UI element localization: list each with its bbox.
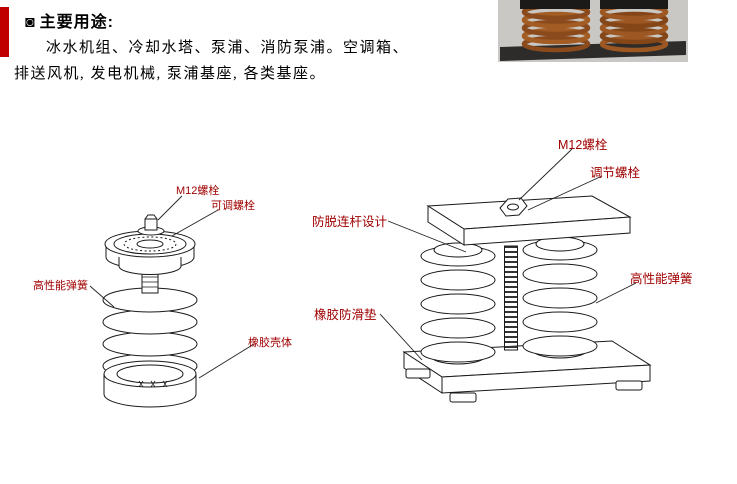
label-right-spring: 高性能弹簧 <box>630 272 693 286</box>
photo-right-spring <box>599 3 669 53</box>
red-accent-bar <box>0 7 9 57</box>
label-left-m12-bolt: M12螺栓 <box>176 185 220 197</box>
product-photo-image <box>498 0 688 62</box>
usage-text-line2: 排送风机, 发电机械, 泵浦基座, 各类基座。 <box>14 66 327 82</box>
section-title: 主要用途: <box>39 14 115 31</box>
leader-lines <box>89 148 637 379</box>
label-right-anti-detach-rod: 防脱连杆设计 <box>312 215 388 229</box>
left-isolator-drawing <box>102 214 198 408</box>
label-left-rubber-housing: 橡胶壳体 <box>248 337 292 349</box>
label-right-m12-bolt: M12螺栓 <box>558 138 608 152</box>
label-right-rubber-pad: 橡胶防滑垫 <box>314 308 377 322</box>
square-bullet-icon: ◙ <box>25 14 36 31</box>
product-photo <box>498 0 688 62</box>
usage-text-line1: 冰水机组、冷却水塔、泵浦、消防泵浦。空调箱、 <box>46 40 410 56</box>
label-right-adjust-bolt: 调节螺栓 <box>590 166 641 180</box>
section-heading: ◙主要用途: <box>25 8 114 32</box>
right-isolator-drawing <box>402 195 652 403</box>
label-left-spring: 高性能弹簧 <box>33 280 88 292</box>
label-left-adjustable-bolt: 可调螺栓 <box>211 200 255 212</box>
